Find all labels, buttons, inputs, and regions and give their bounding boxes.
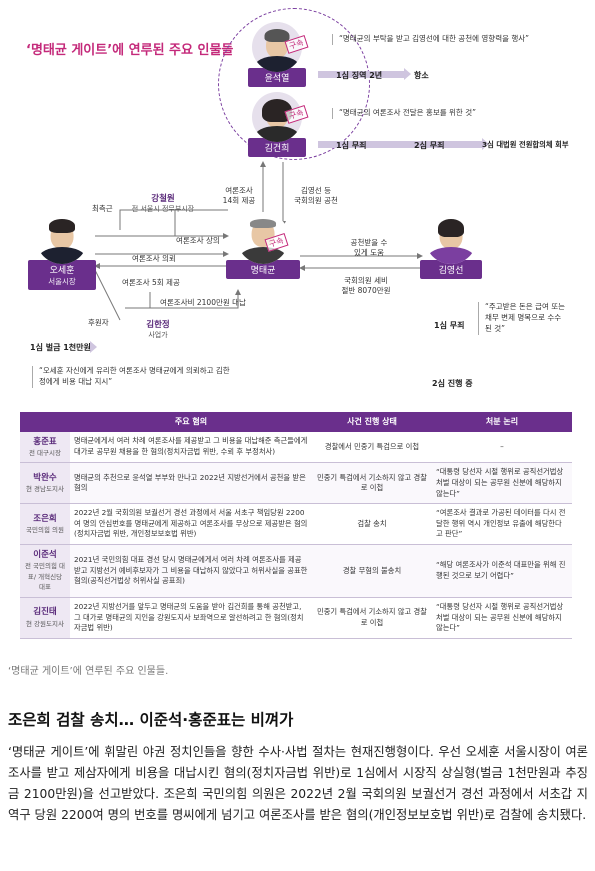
article-body: ‘명태균 게이트’에 휘말린 야권 정치인들을 향한 수사·사법 절차는 현재진… [8, 745, 588, 822]
kim-youngsun-quote: “주고받은 돈은 급여 또는 채무 변제 명목으로 수수된 것” [478, 302, 568, 335]
node-kang: 강철원 전 서울시 정무부시장 [118, 190, 208, 214]
image-caption: ‘명태균 게이트’에 연루된 주요 인물들. [8, 666, 169, 677]
kim-keonhee-step-2: 2심 무죄 [414, 141, 445, 150]
table-cell-charge: 명태균의 추천으로 윤석열 부부와 만나고 2022년 지방선거에서 공천을 받… [70, 462, 312, 505]
table-header-row: 주요 혐의 사건 진행 상태 처분 논리 [20, 412, 572, 432]
node-kim-hanjeong: 김한정 사업가 [118, 316, 198, 340]
table-header-name [20, 412, 70, 432]
kim-keonhee-step-1: 1심 무죄 [336, 141, 367, 150]
row-name: 박완수 [33, 472, 57, 483]
yoon-step-1: 1심 징역 2년 [336, 71, 383, 80]
infographic: ‘명태균 게이트’에 연루된 주요 인물들 윤석열 구속 김건희 구속 [20, 8, 572, 639]
table-header-charge: 주요 혐의 [70, 412, 312, 432]
kim-hanjeong-name: 김한정 [146, 320, 170, 330]
edge-surveys-14: 여론조사 14회 제공 [222, 186, 256, 206]
row-role: 전 대구시장 [29, 448, 61, 457]
edge-survey-5: 여론조사 5회 제공 [122, 278, 180, 287]
kang-name: 강철원 [151, 194, 175, 204]
row-role: 현 경남도지사 [26, 485, 64, 494]
kim-hanjeong-role: 사업가 [148, 331, 168, 339]
table-cell-logic: “여론조사 결과로 가공된 데이터를 다시 전달한 행위 역시 개인정보 유출에… [432, 503, 572, 545]
row-role: 전 국민의힘 대표/ 개혁신당 대표 [24, 562, 65, 592]
row-name: 홍준표 [33, 436, 57, 447]
table-cell-charge: 2022년 2월 국회의원 보궐선거 경선 과정에서 서울 서초구 책임당원 2… [70, 503, 312, 545]
kim-keonhee-name: 김건희 [248, 138, 306, 157]
kim-youngsun-step-1: 1심 무죄 [434, 321, 465, 330]
kim-keonhee-step-3: 3심 대법원 전원합의체 회부 [482, 140, 569, 149]
infographic-title: ‘명태균 게이트’에 연루된 주요 인물들 [26, 43, 234, 58]
connection-lines [94, 161, 423, 321]
myung-name: 명태균 [226, 260, 300, 279]
row-name: 김진태 [33, 607, 57, 618]
table-cell-status: 민중기 특검에서 기소하지 않고 경찰로 이첩 [312, 462, 432, 505]
kim-keonhee-arrow [318, 138, 489, 150]
edge-survey-cost: 여론조사비 2100만원 대납 [160, 298, 246, 307]
table-cell-status: 검찰 송치 [312, 503, 432, 545]
kim-hanjeong-relation-label: 후원자 [88, 318, 109, 327]
yoon-step-2: 항소 [414, 71, 429, 80]
table-cell-status: 경찰 무혐의 불송치 [312, 544, 432, 599]
article-subheadline: 조은희 검찰 송치… 이준석·홍준표는 비껴가 [8, 711, 294, 729]
yoon-arrow-1 [318, 68, 411, 80]
person-yoon: 윤석열 [248, 22, 306, 87]
row-name: 조은희 [33, 513, 57, 524]
table-cell-logic: – [432, 431, 572, 464]
edge-survey-request: 여론조사 의뢰 [132, 254, 176, 263]
oh-step-spacer [30, 341, 97, 353]
row-role: 현 강원도지사 [26, 619, 64, 628]
yoon-kim-circle [218, 8, 370, 160]
edge-help-nomination: 공천받을 수 있게 도움 [350, 238, 388, 258]
table-cell-charge: 2021년 국민의힘 대표 경선 당시 명태균에게서 여러 차례 여론조사를 제… [70, 544, 312, 599]
table-cell-status: 경찰에서 민중기 특검으로 이첩 [312, 431, 432, 464]
table-cell-charge: 명태균에게서 여러 차례 여론조사를 제공받고 그 비용을 대납해준 측근들에게… [70, 431, 312, 464]
table-cell-logic: “해당 여론조사가 이준석 대표만을 위해 진행된 것으로 보기 어렵다” [432, 544, 572, 599]
table-header-logic: 처분 논리 [432, 412, 572, 432]
edge-salary: 국회의원 세비 절반 8070만원 [341, 276, 391, 296]
oh-name: 오세훈 [49, 266, 75, 276]
row-role: 국민의힘 의원 [26, 525, 64, 534]
edge-nomination: 김영선 등 국회의원 공천 [294, 186, 338, 206]
table-cell-logic: “대통령 당선자 시절 행위로 공직선거법상 처벌 대상이 되는 공무원 신분에… [432, 597, 572, 639]
row-name: 이준석 [33, 549, 57, 560]
oh-quote: “오세훈 자신에게 유리한 여론조사 명태균에게 의뢰하고 김한정에게 비용 대… [32, 366, 232, 388]
table-cell-charge: 2022년 지방선거를 앞두고 명태균의 도움을 받아 김건희를 통해 공천받고… [70, 597, 312, 639]
kim-youngsun-step-2: 2심 진행 중 [432, 379, 473, 388]
oh-role: 서울시장 [48, 277, 76, 286]
kim-keonhee-quote: “명태균의 여론조사 전달은 홍보를 위한 것” [332, 108, 562, 119]
kang-relation-label: 최측근 [92, 204, 113, 213]
table-cell-logic: “대통령 당선자 시절 행위로 공직선거법상 처벌 대상이 되는 공무원 신분에… [432, 462, 572, 505]
yoon-name: 윤석열 [248, 68, 306, 87]
oh-portrait [36, 212, 88, 264]
kim-youngsun-name: 김영선 [420, 260, 482, 279]
edge-survey-match: 여론조사 상의 [176, 236, 220, 245]
kim-youngsun-portrait [425, 212, 477, 264]
person-kim-youngsun: 김영선 [420, 212, 482, 279]
table-header-status: 사건 진행 상태 [312, 412, 432, 432]
yoon-quote: “명태균의 부탁을 받고 김영선에 대한 공천에 영향력을 행사” [332, 34, 562, 45]
kang-role: 전 서울시 정무부시장 [131, 205, 195, 213]
person-kim-keonhee: 김건희 [248, 92, 306, 157]
person-myung: 명태균 [226, 212, 300, 279]
oh-step-1: 1심 벌금 1천만원 [30, 343, 91, 352]
table-cell-status: 민중기 특검에서 기소하지 않고 경찰로 이첩 [312, 597, 432, 639]
